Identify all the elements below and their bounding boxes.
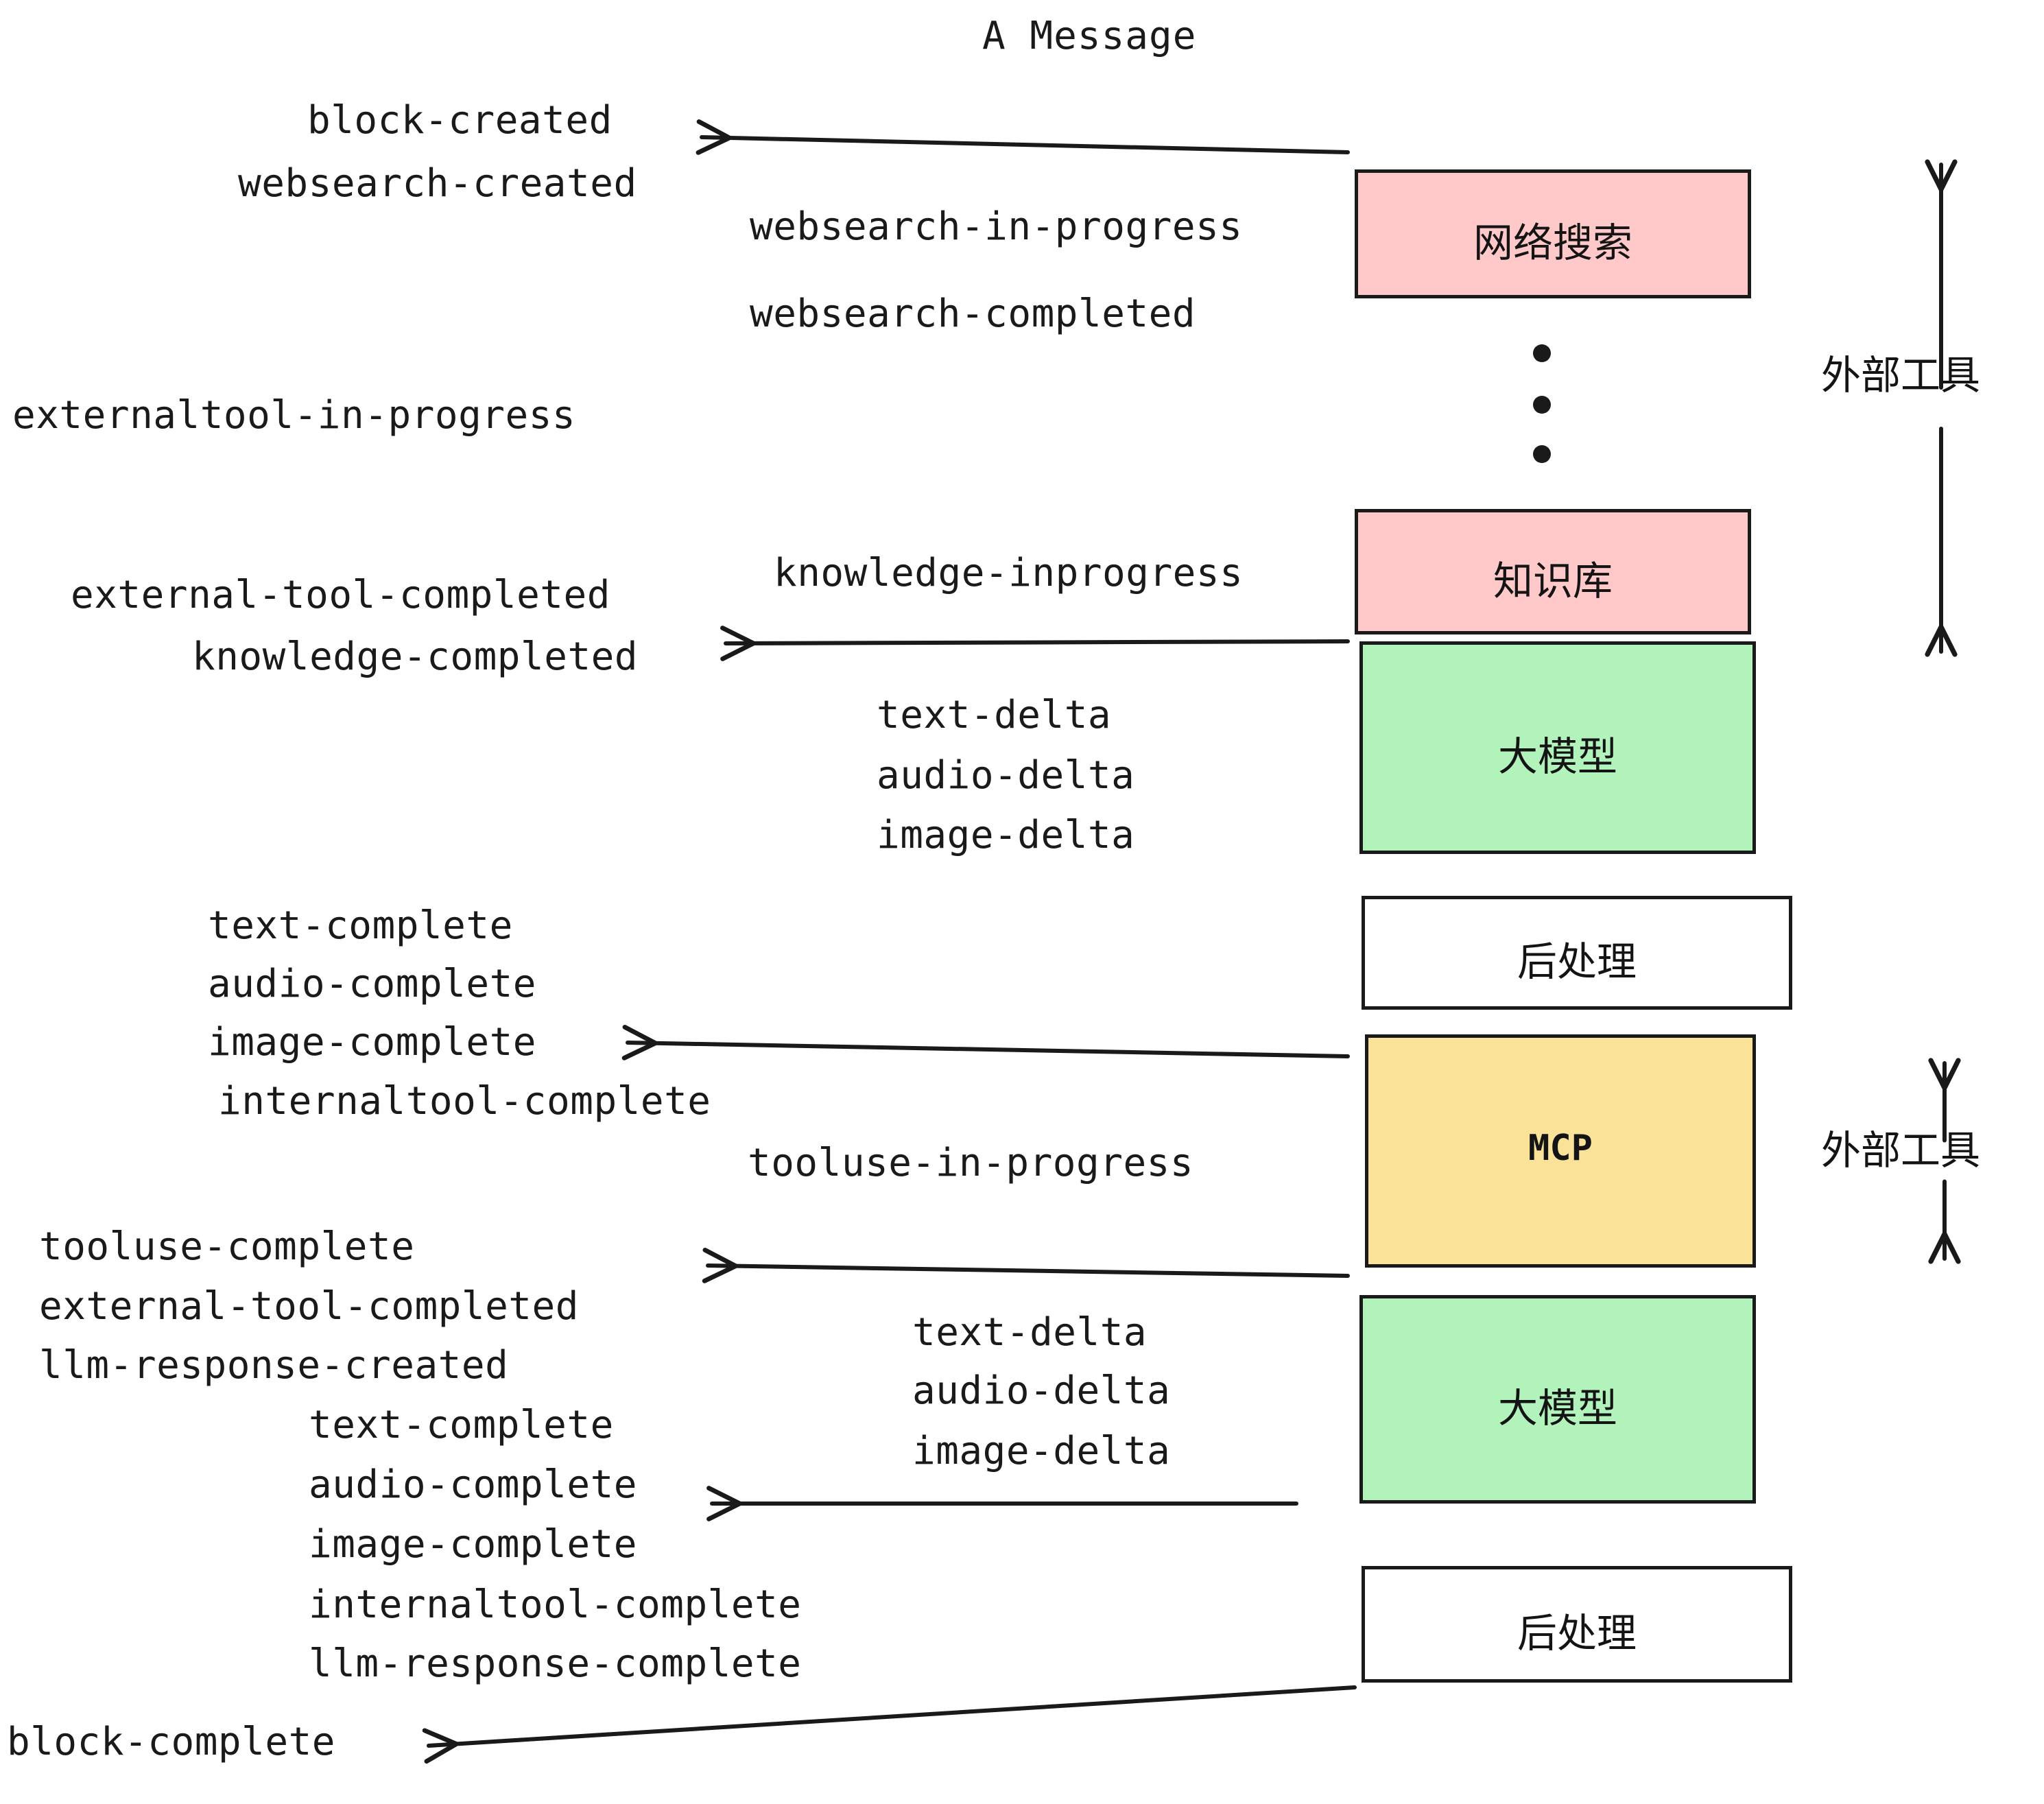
event-label-image-complete: image-complete — [309, 1522, 638, 1567]
event-label-tooluse-in-progress: tooluse-in-progress — [748, 1141, 1194, 1185]
event-label-external-tool-completed: external-tool-completed — [39, 1284, 579, 1329]
image-complete-arrow — [621, 1025, 1350, 1060]
event-label-internaltool-complete: internaltool-complete — [309, 1582, 802, 1627]
node-postprocess-top — [1362, 896, 1792, 1010]
page-title: A Message — [982, 14, 1197, 58]
event-label-text-complete: text-complete — [309, 1403, 614, 1447]
event-label-websearch-created: websearch-created — [238, 161, 637, 206]
event-label-audio-delta: audio-delta — [912, 1368, 1171, 1413]
event-label-image-complete: image-complete — [208, 1020, 537, 1065]
block-created-arrow — [696, 119, 1350, 155]
node-knowledge — [1355, 509, 1751, 634]
block-complete-arrow — [422, 1685, 1357, 1764]
event-label-llm-response-complete: llm-response-complete — [309, 1641, 802, 1686]
event-label-text-delta: text-delta — [912, 1310, 1148, 1355]
node-llm-top — [1359, 641, 1756, 854]
scope-label-external-tool-upper: 外部工具 — [1821, 352, 1981, 399]
event-label-audio-complete: audio-complete — [309, 1462, 638, 1507]
event-label-block-complete: block-complete — [7, 1720, 336, 1764]
node-mcp — [1365, 1034, 1756, 1268]
scope-label-external-tool-lower: 外部工具 — [1821, 1127, 1981, 1174]
event-label-image-delta: image-delta — [912, 1429, 1171, 1473]
node-websearch — [1355, 169, 1751, 298]
event-label-text-complete: text-complete — [208, 903, 513, 948]
event-label-websearch-in-progress: websearch-in-progress — [750, 204, 1243, 249]
event-label-text-delta: text-delta — [877, 693, 1112, 737]
ellipsis-dot-1 — [1533, 344, 1551, 362]
event-label-external-tool-completed: external-tool-completed — [71, 573, 610, 617]
ellipsis-dot-2 — [1533, 396, 1551, 414]
event-label-internaltool-complete: internaltool-complete — [218, 1079, 711, 1124]
node-postprocess-bottom — [1362, 1566, 1792, 1683]
node-llm-bottom — [1359, 1295, 1756, 1504]
event-label-audio-delta: audio-delta — [877, 753, 1135, 798]
event-label-externaltool-in-progress: externaltool-in-progress — [12, 393, 576, 438]
event-label-llm-response-created: llm-response-created — [39, 1343, 509, 1388]
ellipsis-dot-3 — [1533, 445, 1551, 463]
event-label-tooluse-complete: tooluse-complete — [39, 1224, 415, 1269]
event-label-knowledge-inprogress: knowledge-inprogress — [774, 551, 1244, 595]
tooluse-arrow — [702, 1248, 1350, 1283]
event-label-image-delta: image-delta — [877, 813, 1135, 857]
event-label-websearch-completed: websearch-completed — [750, 292, 1196, 336]
knowledge-arrow — [720, 626, 1350, 661]
event-label-knowledge-completed: knowledge-completed — [192, 634, 639, 679]
event-label-audio-complete: audio-complete — [208, 962, 537, 1006]
event-label-block-created: block-created — [307, 98, 613, 143]
